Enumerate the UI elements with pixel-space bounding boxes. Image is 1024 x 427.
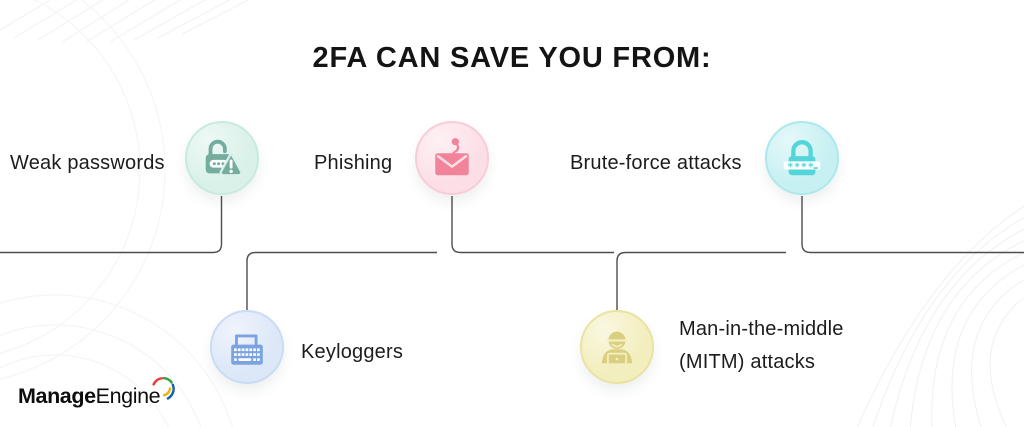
padlock-password-icon: ****: [783, 140, 821, 176]
item-label-phishing: Phishing: [314, 152, 393, 174]
node-weak-passwords: [185, 121, 259, 195]
hacker-laptop-icon: [601, 331, 633, 366]
svg-text:****: ****: [787, 161, 814, 173]
node-brute-force: ****: [765, 121, 839, 195]
item-label-mitm: Man-in-the-middle (MITM) attacks: [679, 318, 844, 373]
logo-text-bold: Manage: [18, 384, 96, 408]
logo-swirl-icon: [152, 376, 175, 400]
envelope-fishhook-icon: [435, 138, 469, 176]
node-phishing: [415, 121, 489, 195]
node-mitm: [580, 310, 654, 384]
connector-weak-passwords: [0, 196, 223, 254]
item-label-keyloggers: Keyloggers: [301, 341, 404, 363]
item-label-brute-force: Brute-force attacks: [570, 152, 742, 174]
connector-keyloggers: [246, 251, 437, 310]
node-keyloggers: [210, 310, 284, 384]
connector-phishing: [451, 196, 614, 254]
keyboard-icon: [231, 334, 263, 365]
page-title: 2FA CAN SAVE YOU FROM:: [312, 42, 712, 74]
unlocked-padlock-warning-icon: [205, 139, 243, 177]
logo-text-regular: Engine: [95, 384, 161, 408]
item-label-weak-passwords: Weak passwords: [10, 152, 165, 174]
connector-mitm: [616, 251, 786, 310]
connector-brute-force: [801, 196, 1024, 254]
manageengine-logo: ManageEngine: [18, 376, 175, 409]
